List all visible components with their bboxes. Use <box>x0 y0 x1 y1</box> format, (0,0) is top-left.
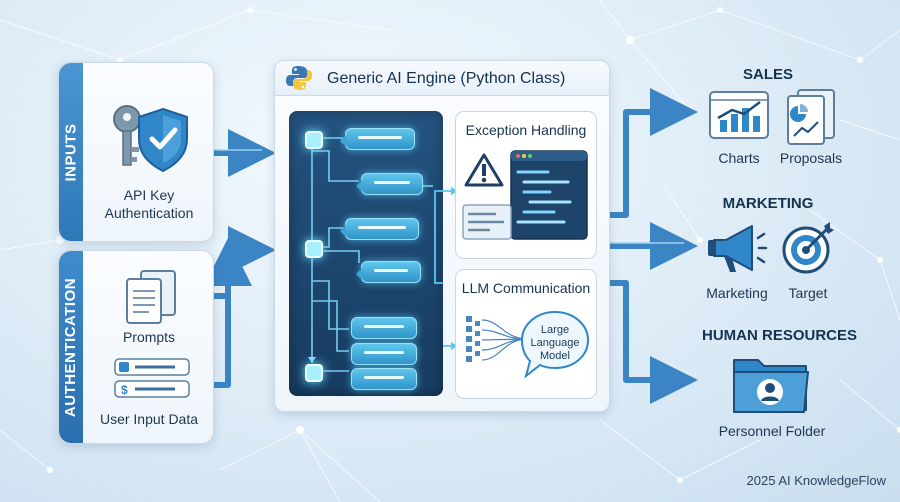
api-key-label: API Key Authentication <box>104 187 194 221</box>
prompts-label: Prompts <box>122 329 176 345</box>
chart-monitor-icon <box>709 91 769 139</box>
message-bubble <box>351 368 417 390</box>
code-window-icon <box>510 150 588 240</box>
documents-icon <box>126 270 176 324</box>
engine-title: Generic AI Engine (Python Class) <box>327 70 566 87</box>
sales-heading: SALES <box>742 66 793 83</box>
proposal-document-icon <box>787 89 835 145</box>
message-bubble <box>356 261 421 283</box>
user-input-label: User Input Data <box>99 411 199 427</box>
warning-icon <box>464 153 504 187</box>
sales-item-charts: Charts <box>718 150 760 166</box>
inputs-tab: INPUTS <box>59 63 83 241</box>
hr-item-personnel-folder: Personnel Folder <box>718 423 826 439</box>
svg-text:$: $ <box>121 383 128 397</box>
engine-panel: Generic AI Engine (Python Class) <box>274 60 610 412</box>
megaphone-icon <box>708 225 768 272</box>
authentication-tab: AUTHENTICATION <box>59 251 83 443</box>
flow-node-mid <box>305 240 323 258</box>
footer-credit: 2025 AI KnowledgeFlow <box>746 473 886 488</box>
llm-speech-bubble-icon <box>520 310 590 379</box>
message-bubble <box>340 218 419 240</box>
message-bubble <box>351 343 417 365</box>
llm-communication-card: LLM Communication Large Language Model <box>455 269 597 399</box>
inputs-panel: INPUTS API Key Authentication <box>58 62 214 242</box>
process-flow-panel <box>289 111 443 396</box>
marketing-item-target: Target <box>788 285 828 301</box>
engine-header: Generic AI Engine (Python Class) <box>275 61 609 96</box>
exception-handling-card: Exception Handling <box>455 111 597 259</box>
message-bubble <box>356 173 423 195</box>
marketing-heading: MARKETING <box>722 195 814 212</box>
data-stream-icon <box>466 316 527 362</box>
arrow-engine-to-hr <box>605 280 698 404</box>
personnel-folder-icon <box>733 359 809 413</box>
python-logo-icon <box>286 66 312 90</box>
flow-node-start <box>305 131 323 149</box>
sales-item-proposals: Proposals <box>779 150 843 166</box>
internal-connectors <box>434 187 458 350</box>
message-bubble <box>340 128 415 150</box>
flow-connectors <box>308 137 433 372</box>
llm-communication-title: LLM Communication <box>461 280 591 296</box>
authentication-panel: AUTHENTICATION Prompts $ User Input Data <box>58 250 214 444</box>
user-input-fields-icon: $ <box>114 358 190 398</box>
marketing-item-marketing: Marketing <box>706 285 768 301</box>
message-bubble <box>351 317 417 339</box>
key-shield-icon <box>113 105 188 173</box>
exception-handling-title: Exception Handling <box>465 122 587 138</box>
target-icon <box>782 222 834 274</box>
arrow-engine-to-sales <box>605 88 698 218</box>
hr-heading: HUMAN RESOURCES <box>702 327 858 344</box>
log-window-icon <box>462 204 512 240</box>
flow-node-end <box>305 364 323 382</box>
llm-bubble-text: Large Language Model <box>530 324 580 362</box>
